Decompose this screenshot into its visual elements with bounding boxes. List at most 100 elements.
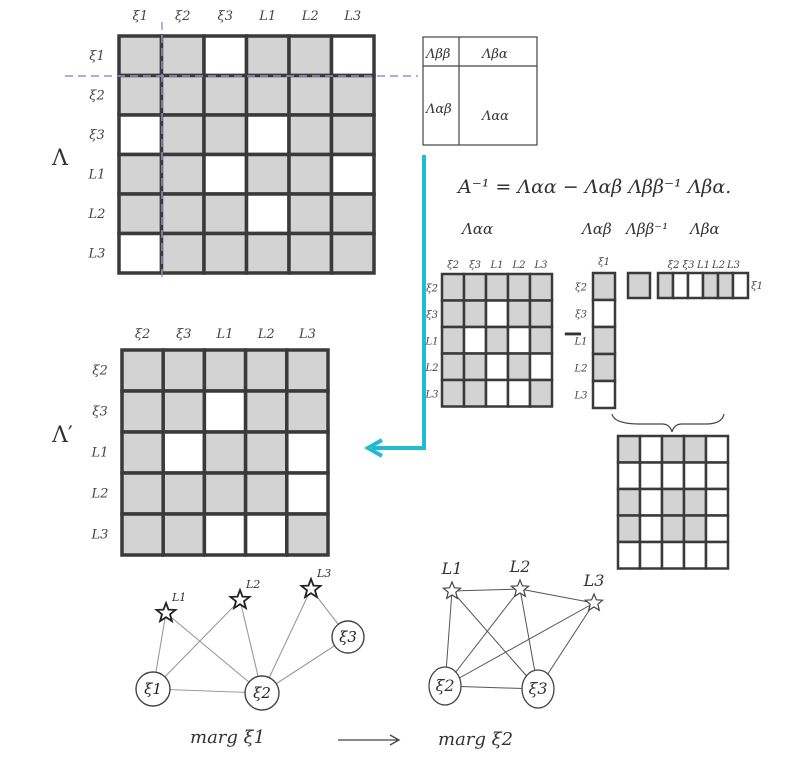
matrix-outer-product-cell — [704, 540, 730, 570]
matrix-lambda-prime-cell — [243, 348, 289, 393]
matrix-lambda-prime-cell — [161, 389, 207, 434]
matrix-lambda-cell — [117, 113, 164, 157]
graph-edge — [165, 612, 263, 694]
matrix-lambda-aa-cell — [506, 299, 532, 329]
graph-node-xi3 — [331, 620, 365, 654]
matrix-outer-product-cell — [660, 540, 686, 570]
matrix-lambda-aa-col-label: L1 — [489, 260, 503, 271]
matrix-lambda-prime-cell — [120, 512, 165, 557]
matrix-lambda-cell — [159, 192, 206, 236]
matrix-lambda-aa-cell — [484, 378, 510, 408]
matrix-lambda-prime-col-label: L2 — [257, 327, 275, 342]
matrix-lambda-cell — [329, 192, 376, 236]
matrix-lambda-cell — [117, 231, 164, 275]
matrix-outer-product-cell — [616, 434, 642, 464]
matrix-lambda-col-label: ξ2 — [175, 9, 190, 24]
matrix-lambda-aa-cell — [462, 352, 488, 382]
label-lambda-bb-inv: Λββ⁻¹ — [624, 220, 668, 238]
marginalization-arrow-head — [389, 734, 401, 746]
graph-edge — [261, 588, 312, 694]
graph-node-label: ξ2 — [436, 676, 455, 695]
matrix-lambda-aa-cell — [484, 325, 510, 355]
vector-lambda-ab-cell — [591, 271, 617, 302]
vector-lambda-ba-cell — [716, 271, 735, 300]
matrix-lambda-cell — [329, 34, 376, 78]
outer-product-brace — [611, 413, 725, 433]
matrix-outer-product-cell — [704, 487, 730, 517]
vector-lambda-ba-cell — [656, 271, 675, 300]
matrix-lambda-cell — [329, 231, 376, 275]
matrix-lambda-prime-cell — [161, 471, 207, 516]
matrix-lambda-cell — [329, 152, 376, 196]
matrix-lambda-row-label: L2 — [88, 207, 106, 222]
matrix-lambda-prime-cell — [285, 430, 330, 475]
vector-lambda-ab-row-label: ξ2 — [575, 283, 587, 294]
graph-node-label: ξ2 — [253, 684, 271, 702]
matrix-outer-product — [616, 434, 730, 570]
graph-node-xi1 — [135, 671, 171, 707]
matrix-lambda-aa-cell — [528, 378, 554, 408]
matrix-outer-product-cell — [616, 461, 642, 491]
graph-edge — [519, 588, 595, 604]
graph-edge — [152, 599, 241, 690]
vector-lambda-ab-row-label: L1 — [573, 337, 587, 348]
matrix-lambda-prime-cell — [202, 471, 248, 516]
graph-node-L1-star — [441, 580, 463, 600]
graph-edge — [444, 588, 521, 687]
matrix-lambda-prime-row-label: ξ2 — [92, 364, 107, 379]
matrix-lambda-cell — [202, 152, 249, 196]
vector-lambda-ba-col-label: L2 — [711, 260, 725, 271]
matrix-lambda-prime-cell — [161, 348, 207, 393]
matrix-lambda-aa-cell — [506, 378, 532, 408]
graph-node-xi3 — [521, 669, 555, 709]
matrix-lambda-cell — [159, 73, 206, 117]
graph-node-L3-star — [583, 592, 605, 612]
matrix-lambda-prime-cell — [202, 389, 248, 434]
matrix-lambda-cell — [202, 34, 249, 78]
vector-lambda-ab-col-label: ξ1 — [598, 257, 610, 268]
matrix-outer-product-cell — [682, 487, 708, 517]
matrix-lambda-aa-cell — [462, 272, 488, 302]
vector-lambda-ab-cell — [591, 379, 617, 410]
matrix-lambda-aa-cell — [440, 272, 466, 302]
matrix-lambda-prime-cell — [243, 430, 289, 475]
matrix-lambda-prime-cell — [243, 512, 289, 557]
graph-node-L2-star — [509, 578, 531, 598]
vector-lambda-ab-row-label: L3 — [573, 391, 587, 402]
matrix-lambda-prime-cell — [120, 348, 165, 393]
matrix-lambda-cell — [202, 113, 249, 157]
graph-edge — [451, 588, 521, 592]
matrix-lambda-cell — [117, 152, 164, 196]
vector-lambda-ba-col-label: ξ3 — [683, 260, 695, 271]
partition-alpha-beta: Λαβ — [425, 102, 452, 117]
label-lambda-ab: Λαβ — [580, 220, 612, 238]
matrix-lambda-cell — [287, 192, 334, 236]
matrix-lambda-aa-col-label: ξ3 — [469, 260, 481, 271]
graph-node-label: ξ3 — [529, 679, 548, 698]
minus-sign: − — [562, 319, 584, 349]
partition-beta-beta: Λββ — [425, 47, 450, 62]
matrix-outer-product-cell — [616, 514, 642, 544]
matrix-lambda-aa-cell — [528, 352, 554, 382]
matrix-lambda-aa-cell — [484, 299, 510, 329]
vector-lambda-ba-cell — [731, 271, 750, 300]
matrix-lambda-cell — [244, 34, 291, 78]
matrix-lambda-prime-col-label: ξ2 — [135, 327, 150, 342]
matrix-lambda-prime-col-label: L3 — [298, 327, 316, 342]
graph-node-L2-star — [228, 587, 252, 611]
matrix-lambda-aa-cell — [506, 325, 532, 355]
matrix-lambda-col-label: L3 — [343, 9, 361, 24]
matrix-outer-product-cell — [682, 461, 708, 491]
vector-lambda-ba-cell — [701, 271, 720, 300]
matrix-lambda-prime-cell — [202, 348, 248, 393]
matrix-outer-product-cell — [682, 434, 708, 464]
graph-node-label: L2 — [245, 578, 260, 591]
matrix-lambda-aa-cell — [484, 352, 510, 382]
matrix-lambda-cell — [244, 152, 291, 196]
matrix-lambda-prime-col-label: ξ3 — [176, 327, 191, 342]
matrix-lambda-prime-row-label: L2 — [91, 487, 109, 502]
partition-alpha-alpha: Λαα — [481, 109, 509, 124]
